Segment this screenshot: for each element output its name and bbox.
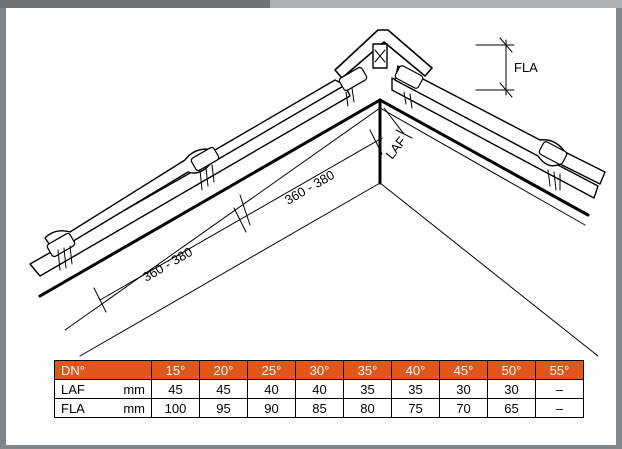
laf-dimension-line — [383, 107, 405, 135]
row-name: FLA — [61, 400, 85, 416]
header-angle: 45° — [439, 360, 488, 380]
hook-detail-3 — [345, 87, 355, 107]
spacing-extension — [239, 194, 251, 226]
table-cell: – — [535, 398, 584, 418]
tile-row-left-lower — [29, 84, 351, 277]
table-cell: 35 — [391, 379, 440, 399]
row-name: LAF — [61, 381, 85, 397]
table-cell: 40 — [295, 379, 344, 399]
header-angle: 55° — [535, 360, 584, 380]
header-row: DN° 15° 20° 25° 30° 35° 40° 45° 50° 55° — [54, 360, 584, 380]
row-label: FLA mm — [54, 398, 152, 418]
ridge-cap — [334, 29, 433, 79]
header-angle: 40° — [391, 360, 440, 380]
table-cell: 35 — [343, 379, 392, 399]
batten-line-right — [379, 107, 586, 226]
header-angle: 30° — [295, 360, 344, 380]
rafter-right — [378, 98, 590, 217]
hook-detail-2 — [199, 164, 215, 191]
underlay-line-left — [79, 182, 381, 357]
row-unit: mm — [123, 400, 145, 416]
table-cell: 45 — [199, 379, 248, 399]
table-cell: – — [535, 379, 584, 399]
tile-clip-3 — [338, 66, 368, 92]
table-cell: 70 — [439, 398, 488, 418]
spacing-label-right: 360 - 380 — [282, 167, 337, 207]
table-cell: 95 — [199, 398, 248, 418]
tile-clip-4 — [394, 65, 424, 89]
table-cell: 40 — [247, 379, 296, 399]
spec-table: DN° 15° 20° 25° 30° 35° 40° 45° 50° 55° … — [54, 360, 584, 418]
header-angle: 25° — [247, 360, 296, 380]
table-cell: 45 — [151, 379, 200, 399]
underlay-line-right — [379, 182, 599, 357]
spacing-label-left: 360 - 380 — [140, 244, 195, 284]
table-cell: 65 — [487, 398, 536, 418]
spacing-dimension-line — [99, 137, 383, 301]
header-angle: 35° — [343, 360, 392, 380]
hook-detail-5 — [547, 169, 561, 191]
top-bar-highlight — [270, 0, 622, 8]
tile-clip-5 — [538, 141, 568, 165]
header-angle: 50° — [487, 360, 536, 380]
table-cell: 30 — [487, 379, 536, 399]
hook-detail-1 — [57, 245, 73, 271]
batten-line-left — [64, 107, 381, 331]
spacing-tick-3 — [369, 129, 383, 155]
row-label: LAF mm — [54, 379, 152, 399]
table-cell: 100 — [151, 398, 200, 418]
spacing-tick-2 — [233, 207, 247, 233]
fla-tick-bottom — [499, 82, 513, 98]
roof-ridge-diagram: FLA LAF 360 - 380 360 - 380 — [29, 29, 606, 357]
hook-detail-4 — [403, 91, 413, 109]
header-dn: DN° — [54, 360, 152, 380]
fla-label: FLA — [514, 60, 538, 75]
ridge-clip-detail-2 — [374, 49, 386, 63]
fla-tick-top — [499, 37, 513, 53]
top-bar — [0, 0, 622, 8]
table-cell: 85 — [295, 398, 344, 418]
table-row-laf: LAF mm 45 45 40 40 35 35 30 30 – — [54, 379, 584, 399]
header-angle: 20° — [199, 360, 248, 380]
spacing-tick-1 — [93, 287, 107, 313]
laf-tick — [395, 129, 413, 139]
rafter-left — [38, 98, 382, 298]
laf-label: LAF — [383, 134, 410, 162]
table-cell: 75 — [391, 398, 440, 418]
table-cell: 30 — [439, 379, 488, 399]
row-unit: mm — [123, 381, 145, 397]
table-cell: 80 — [343, 398, 392, 418]
table-cell: 90 — [247, 398, 296, 418]
tile-row-right-lower — [391, 77, 599, 199]
table-row-fla: FLA mm 100 95 90 85 80 75 70 65 – — [54, 398, 584, 418]
tile-clip-2 — [190, 146, 220, 172]
header-angle: 15° — [151, 360, 200, 380]
